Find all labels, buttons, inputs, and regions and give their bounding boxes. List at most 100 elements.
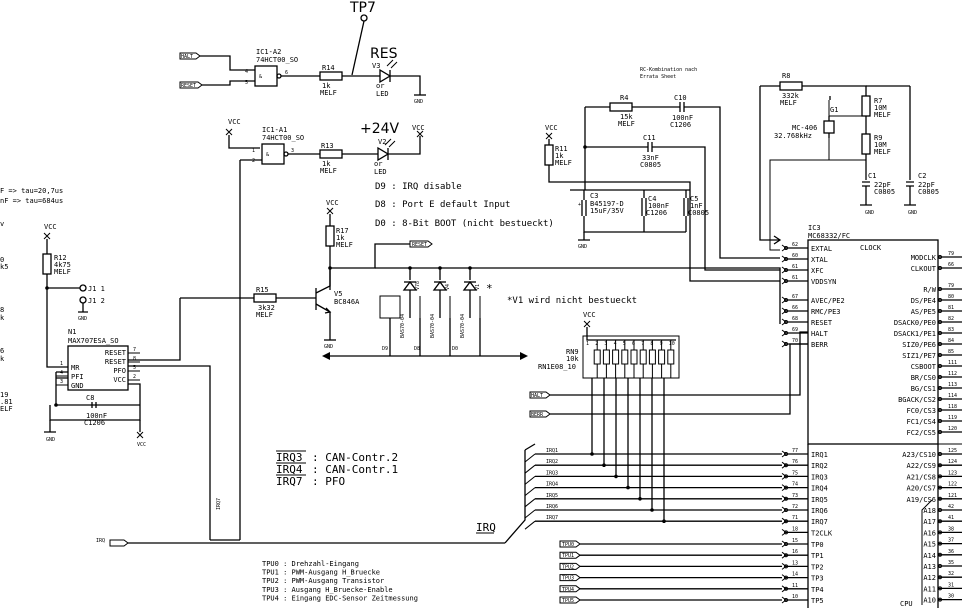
svg-text:16: 16 [792,549,798,555]
c10-body[interactable] [679,102,685,112]
ic3-pin-tp4[interactable] [784,586,788,591]
ic3-pin-clkout[interactable] [938,266,942,270]
ic3-pin-xtal[interactable] [784,257,788,261]
c8-body[interactable] [91,402,97,408]
r14-body[interactable] [319,71,343,81]
c11-body[interactable] [647,142,653,152]
ic3-pin-reset[interactable] [784,320,788,324]
ic3-pin-a13[interactable] [938,564,942,568]
ic3-pin-a21-cs8[interactable] [938,474,942,479]
ic3-pin-a19-cs6[interactable] [938,496,942,501]
ic3-pin-a23-cs10[interactable] [938,452,942,456]
ic3-pin-tp1[interactable] [784,553,788,558]
c3-body[interactable] [581,200,587,216]
ic3-pin-tp0[interactable] [784,542,788,546]
ic3-pin-a16[interactable] [938,530,942,535]
ic3-pin-r-w[interactable] [938,287,942,291]
c4-body[interactable] [641,198,647,216]
ic3-pin-as-pe5[interactable] [938,309,942,313]
ic3-pin-halt[interactable] [784,331,788,335]
svg-text:C0805: C0805 [918,188,939,196]
ic3-pin-irq6[interactable] [784,508,788,512]
ic3-pin-a12[interactable] [938,575,942,580]
svg-text:V3: V3 [372,62,380,70]
ic3-pin-irq7[interactable] [784,519,788,524]
ic3-pin-dsack0-pe0[interactable] [938,320,942,324]
ic3-pin-tp2[interactable] [784,564,788,569]
ic3-pin-t2clk[interactable] [784,530,788,535]
ic3-pin-bgack-cs2[interactable] [938,397,942,401]
n1-body[interactable] [67,345,129,391]
ic3-pin-xfc[interactable] [784,268,788,272]
ic3-pin-fc0-cs3[interactable] [938,408,942,412]
ic3-pin-a18[interactable] [938,508,942,512]
svg-text:118: 118 [948,404,957,410]
ic3-pin-tp5[interactable] [784,598,788,602]
svg-text:33nF: 33nF [642,154,659,162]
ic3-pin-fc2-cs5[interactable] [938,430,942,434]
ic3-pin-irq4[interactable] [784,485,788,490]
ic3-pin-a20-cs7[interactable] [938,485,942,490]
svg-text:SIZ0/PE6: SIZ0/PE6 [902,341,936,349]
svg-text:CLOCK: CLOCK [860,244,882,252]
ic3-pin-berr[interactable] [784,342,788,346]
j1-1-pin[interactable] [79,284,87,292]
v3-body[interactable] [379,68,392,84]
ic3-pin-a11[interactable] [938,586,942,591]
c2-body[interactable] [906,181,914,187]
ic3-pin-irq5[interactable] [784,496,788,501]
ic3-pin-a10[interactable] [938,597,942,602]
ic3-pin-ds-pe4[interactable] [938,298,942,302]
r7-body[interactable] [861,95,871,117]
ic3-pin-modclk[interactable] [938,255,942,259]
ic3-pin-a14[interactable] [938,552,942,557]
ic3-pin-irq2[interactable] [784,463,788,468]
ic3-pin-a17[interactable] [938,519,942,524]
svg-text:18: 18 [792,526,798,532]
ic3-pin-dsack1-pe1[interactable] [938,331,942,335]
ic3-pin-avec-pe2[interactable] [784,298,788,302]
ic3-pin-csboot[interactable] [938,364,942,368]
ic3-pin-tp3[interactable] [784,575,788,580]
r17-body[interactable] [325,225,335,247]
svg-text:C1206: C1206 [84,419,105,427]
rn9-body[interactable] [582,335,680,379]
r4-body[interactable] [609,102,633,112]
r11-body[interactable] [544,144,554,166]
svg-text:15: 15 [792,538,798,544]
ic3-pin-br-cs0[interactable] [938,375,942,379]
ic3-pin-bg-cs1[interactable] [938,386,942,390]
ic3-pin-irq1[interactable] [784,452,788,456]
ic3-pin-extal[interactable] [784,246,788,250]
ic3-pin-rmc-pe3[interactable] [784,309,788,313]
j1-2-pin[interactable] [79,296,87,304]
ic3-pin-irq3[interactable] [784,474,788,479]
v2-led: +24V V2 or LED VCC [360,121,425,176]
r13-body[interactable] [319,149,343,159]
c5-body[interactable] [683,198,689,216]
svg-text:4: 4 [60,370,63,376]
ic1a2-name: IC1-A2 [256,48,281,56]
ic3-pin-vddsyn[interactable] [784,279,788,283]
ic3-pin-a22-cs9[interactable] [938,463,942,468]
r8-body[interactable] [779,81,803,91]
ic3-pin-siz1-pe7[interactable] [938,353,942,357]
r9-body[interactable] [861,133,871,155]
svg-text:EXTAL: EXTAL [811,245,832,253]
svg-text:61: 61 [792,264,798,270]
r15-body[interactable] [253,293,277,303]
svg-text:+24V: +24V [360,121,400,137]
ic3-lower-body[interactable] [807,444,939,608]
svg-text:IRQ2: IRQ2 [546,459,558,465]
g1-crystal[interactable] [823,120,835,134]
ic3-pin-fc1-cs4[interactable] [938,419,942,423]
svg-text:77: 77 [792,448,798,454]
ic3-pin-a15[interactable] [938,541,942,546]
svg-text:D0: D0 [452,346,458,352]
c1-body[interactable] [862,181,870,187]
svg-text:CPU: CPU [900,600,913,608]
v2-body[interactable] [377,146,390,162]
svg-text:RC-Kombination nach: RC-Kombination nach [640,67,697,73]
r12-body[interactable] [42,253,52,275]
ic3-pin-siz0-pe6[interactable] [938,342,942,346]
